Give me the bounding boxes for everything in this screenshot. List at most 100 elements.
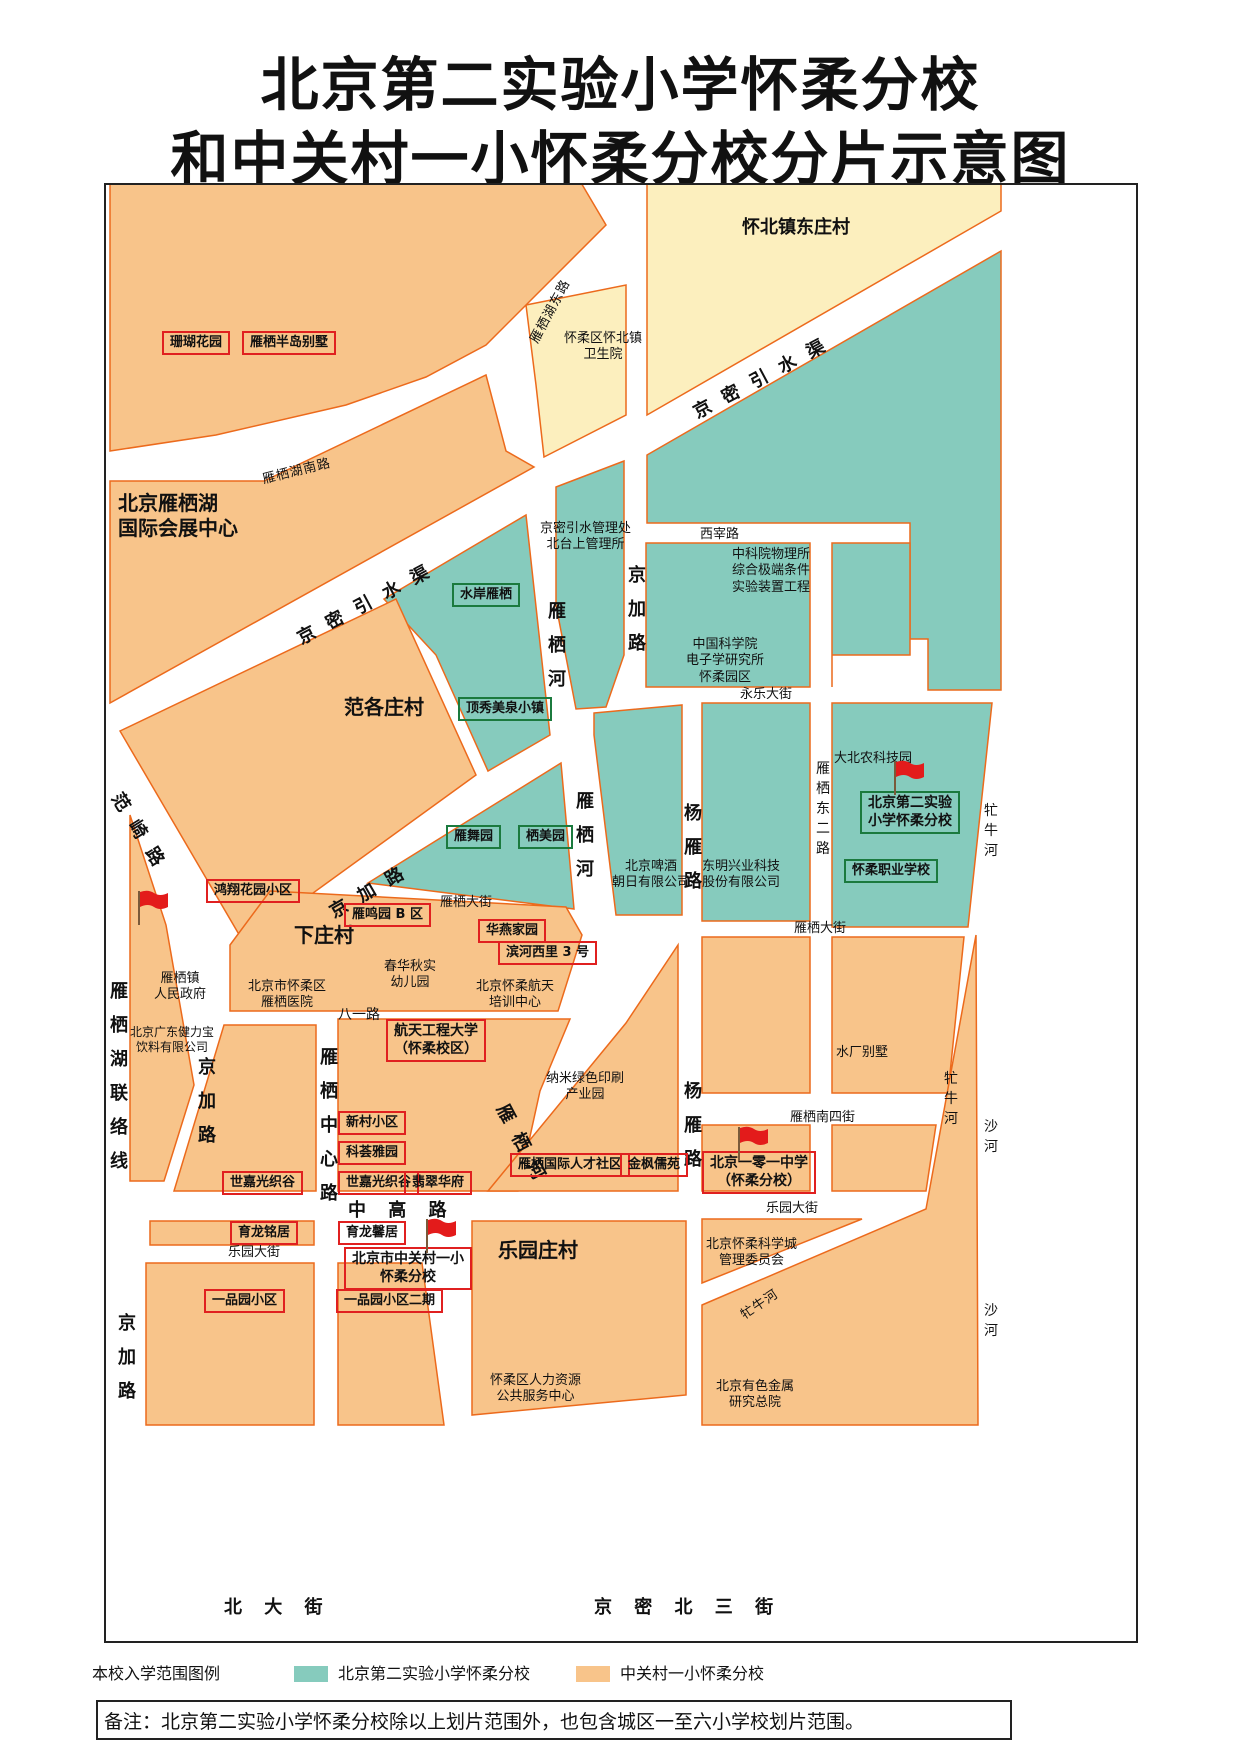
map-title-line2: 和中关村一小怀柔分校分片示意图 (170, 125, 1071, 193)
place-shuian-yanqi: 水岸雁栖 (452, 583, 521, 608)
road-yanqihu-link: 雁栖湖联络线 (110, 981, 128, 1172)
zone-green (365, 761, 575, 910)
road-yangyan-2: 杨雁路 (684, 1081, 702, 1170)
landmark-jianlibao: 北京广东健力宝 饮料有限公司 (130, 1025, 215, 1054)
legend: 本校入学范围图例 北京第二实验小学怀柔分校 中关村一小怀柔分校 (92, 1662, 1134, 1690)
landmark-physics-inst: 中科院物理所 综合极端条件 实验装置工程 (732, 547, 811, 595)
area-leyuanzhuang: 乐园庄村 (498, 1238, 578, 1262)
zone-orange (701, 934, 979, 1426)
place-yanqi-bandao: 雁栖半岛别墅 (242, 331, 337, 356)
zone-orange (172, 1024, 317, 1192)
zone-green (382, 513, 551, 773)
zone-yellow (525, 284, 627, 459)
zone-green (645, 542, 811, 688)
zone-orange (486, 942, 679, 1192)
area-huaibei: 怀北镇东庄村 (742, 217, 850, 238)
place-qimei: 栖美园 (518, 825, 574, 850)
landmark-nano-printing: 纳米绿色印刷 产业园 (546, 1071, 625, 1103)
flag-icon (138, 890, 168, 925)
landmark-water-mgmt: 京密引水管理处 北台上管理所 (540, 521, 632, 553)
landmark-electronics-inst: 中国科学院 电子学研究所 怀柔园区 (686, 637, 765, 685)
landmark-kindergarten: 春华秋实 幼儿园 (384, 959, 437, 991)
legend-green-label: 北京第二实验小学怀柔分校 (338, 1664, 531, 1683)
place-talent-community: 雁栖国际人才社区 (510, 1153, 631, 1178)
flag-icon (894, 760, 924, 795)
legend-title: 本校入学范围图例 (92, 1664, 221, 1683)
place-yulong-xinju: 育龙馨居 (338, 1221, 407, 1246)
landmark-dabeinong: 大北农科技园 (834, 751, 913, 766)
zone-layer (109, 185, 1002, 1426)
legend-orange-label: 中关村一小怀柔分校 (620, 1664, 765, 1683)
place-yanwu: 雁舞园 (446, 825, 502, 850)
place-aerospace-univ: 航天工程大学 （怀柔校区） (386, 1019, 486, 1062)
area-yanqi-lake: 北京雁栖湖 国际会展中心 (118, 491, 238, 540)
road-beida: 北 大 街 (224, 1597, 331, 1618)
zone-orange (145, 1262, 315, 1426)
place-huayan: 华燕家园 (478, 919, 547, 944)
school-zhongguancun-no1: 北京市中关村一小 怀柔分校 (344, 1247, 472, 1290)
road-zhonggao: 中 高 路 (348, 1200, 455, 1221)
zone-green (831, 702, 993, 928)
map-title-line1: 北京第二实验小学怀柔分校 (260, 51, 981, 119)
road-xiyuan: 西宰路 (700, 527, 740, 542)
zone-orange (118, 597, 477, 945)
place-yanming-b: 雁鸣园 B 区 (344, 903, 431, 928)
zone-orange (471, 1220, 687, 1416)
zone-orange (701, 936, 811, 1094)
road-yanqi-middle: 雁栖中心路 (320, 1047, 338, 1204)
road-jingjia-upper: 京加路 (628, 565, 646, 654)
legend-green-swatch (294, 1666, 328, 1682)
place-xincun: 新村小区 (338, 1111, 407, 1136)
landmark-dongming: 东明兴业科技 股份有限公司 (702, 859, 781, 891)
place-hongxiang: 鸿翔花园小区 (206, 879, 301, 904)
place-yulong-mingju: 育龙铭居 (230, 1221, 299, 1246)
landmark-nonferrous: 北京有色金属 研究总院 (716, 1379, 795, 1411)
zone-green (593, 704, 683, 916)
zone-green (831, 542, 911, 687)
road-shahe-1: 沙河 (984, 1119, 998, 1155)
zone-green (646, 249, 1002, 691)
road-niuniu-2: 牤牛河 (944, 1071, 958, 1127)
place-shanhu: 珊瑚花园 (162, 331, 231, 356)
flag-icon (426, 1218, 456, 1253)
area-fangezhuang: 范各庄村 (344, 695, 424, 719)
road-leyuan-ave-2: 乐园大街 (766, 1201, 819, 1216)
road-yangyan-1: 杨雁路 (684, 803, 702, 892)
zone-green (701, 702, 811, 922)
landmark-aerospace-training: 北京怀柔航天 培训中心 (476, 979, 555, 1011)
footnote: 备注：北京第二实验小学怀柔分校除以上划片范围外，也包含城区一至六小学校划片范围。 (96, 1700, 1012, 1740)
road-yanqi-river2: 雁栖河 (576, 791, 594, 880)
road-yanqi-river1: 雁栖河 (548, 601, 566, 690)
zone-orange (337, 1262, 445, 1426)
place-kehui: 科荟雅园 (338, 1141, 407, 1166)
place-huairou-vocational: 怀柔职业学校 (844, 859, 939, 884)
road-leyuan-ave-1: 乐园大街 (228, 1245, 281, 1260)
zone-orange (109, 373, 536, 705)
place-101-school: 北京一零一中学 （怀柔分校） (702, 1151, 816, 1194)
place-yipin: 一品园小区 (204, 1289, 286, 1314)
zone-orange (109, 185, 607, 452)
landmark-science-city: 北京怀柔科学城 管理委员会 (706, 1237, 798, 1269)
road-niuniu-1: 牤牛河 (984, 803, 998, 859)
road-bayi: 八一路 (338, 1007, 380, 1023)
road-yanqi-ave-2: 雁栖大街 (794, 921, 847, 936)
place-shijia-2: 世嘉光织谷 (338, 1171, 420, 1196)
district-map: 怀北镇东庄村 北京雁栖湖 国际会展中心 范各庄村 下庄村 乐园庄村 京密引水渠 … (104, 183, 1138, 1643)
road-yanqi-south4: 雁栖南四街 (790, 1110, 856, 1125)
landmark-beer: 北京啤酒 朝日有限公司 (612, 859, 691, 891)
zone-orange (701, 1218, 863, 1285)
road-yanqi-ave-1: 雁栖大街 (440, 895, 493, 910)
landmark-water-villa: 水厂别墅 (836, 1045, 889, 1060)
road-yongle: 永乐大街 (740, 687, 793, 702)
road-yanqi-east2: 雁栖东二路 (816, 761, 830, 857)
zone-yellow (646, 185, 1002, 417)
landmark-clinic: 怀柔区怀北镇 卫生院 (564, 331, 643, 363)
place-feicui: 翡翠华府 (404, 1171, 473, 1196)
place-shijia-1: 世嘉光织谷 (222, 1171, 304, 1196)
landmark-hr-center: 怀柔区人力资源 公共服务中心 (490, 1373, 582, 1405)
road-jingmi-north3: 京 密 北 三 街 (594, 1597, 782, 1618)
road-jingjia-bottom: 京加路 (118, 1313, 136, 1402)
landmark-hospital: 北京市怀柔区 雁栖医院 (248, 979, 327, 1011)
school-beijing-second-experimental: 北京第二实验 小学怀柔分校 (860, 791, 960, 834)
legend-orange-swatch (576, 1666, 610, 1682)
